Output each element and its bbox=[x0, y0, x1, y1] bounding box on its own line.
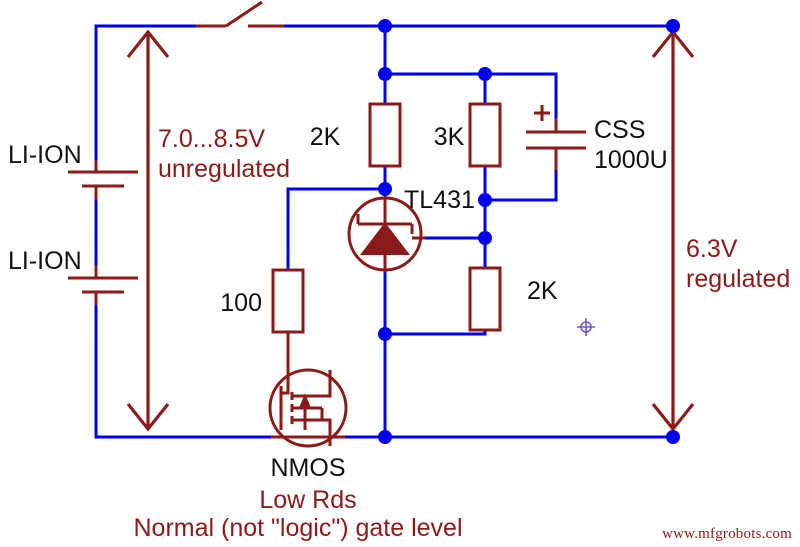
resistor-r4-label: 100 bbox=[220, 289, 262, 317]
battery-cell-top bbox=[68, 160, 138, 200]
switch-sw1[interactable] bbox=[196, 0, 284, 28]
junction-dot bbox=[378, 19, 392, 33]
input-voltage-line2: unregulated bbox=[158, 155, 290, 183]
note-line2: Normal (not "logic") gate level bbox=[134, 514, 463, 542]
resistor-r2-label: 3K bbox=[434, 123, 465, 151]
capacitor-value-label: 1000U bbox=[594, 146, 668, 174]
junction-dot bbox=[378, 327, 392, 341]
junction-dot bbox=[478, 231, 492, 245]
battery-bottom-label: LI-ION bbox=[8, 247, 82, 275]
output-voltage-line1: 6.3V bbox=[686, 235, 738, 263]
note-line1: Low Rds bbox=[259, 486, 356, 514]
capacitor-css bbox=[526, 105, 586, 170]
mosfet-nmos bbox=[268, 332, 348, 448]
resistor-r4-100 bbox=[271, 268, 305, 334]
net-regulator-top bbox=[383, 24, 558, 120]
resistor-r1-2k bbox=[368, 102, 402, 168]
resistor-r3-2k bbox=[468, 266, 502, 332]
output-voltage-line2: regulated bbox=[686, 265, 790, 293]
junction-dot bbox=[378, 67, 392, 81]
resistor-r3-label: 2K bbox=[527, 277, 558, 305]
resistor-r1-label: 2K bbox=[310, 123, 341, 151]
watermark-text: www.mfgrobots.com bbox=[662, 526, 792, 542]
junction-dot bbox=[666, 19, 680, 33]
net-reference bbox=[423, 164, 558, 270]
capacitor-name-label: CSS bbox=[594, 116, 645, 144]
junction-dot bbox=[478, 67, 492, 81]
resistor-r2-3k bbox=[468, 102, 502, 168]
junction-dot bbox=[478, 193, 492, 207]
junction-dot bbox=[378, 182, 392, 196]
crosshair-cursor-icon bbox=[577, 318, 595, 336]
battery-cell-bottom bbox=[68, 265, 138, 305]
input-voltage-arrow bbox=[126, 29, 170, 432]
input-voltage-line1: 7.0...8.5V bbox=[158, 125, 265, 153]
output-voltage-arrow bbox=[651, 29, 695, 432]
mosfet-label: NMOS bbox=[271, 454, 346, 482]
battery-top-label: LI-ION bbox=[8, 141, 82, 169]
junction-dot bbox=[378, 430, 392, 444]
junction-dot bbox=[666, 430, 680, 444]
shunt-regulator-tl431 bbox=[347, 196, 425, 272]
junction-dots bbox=[378, 19, 680, 444]
shunt-regulator-label: TL431 bbox=[404, 186, 475, 214]
net-ground bbox=[94, 270, 675, 439]
